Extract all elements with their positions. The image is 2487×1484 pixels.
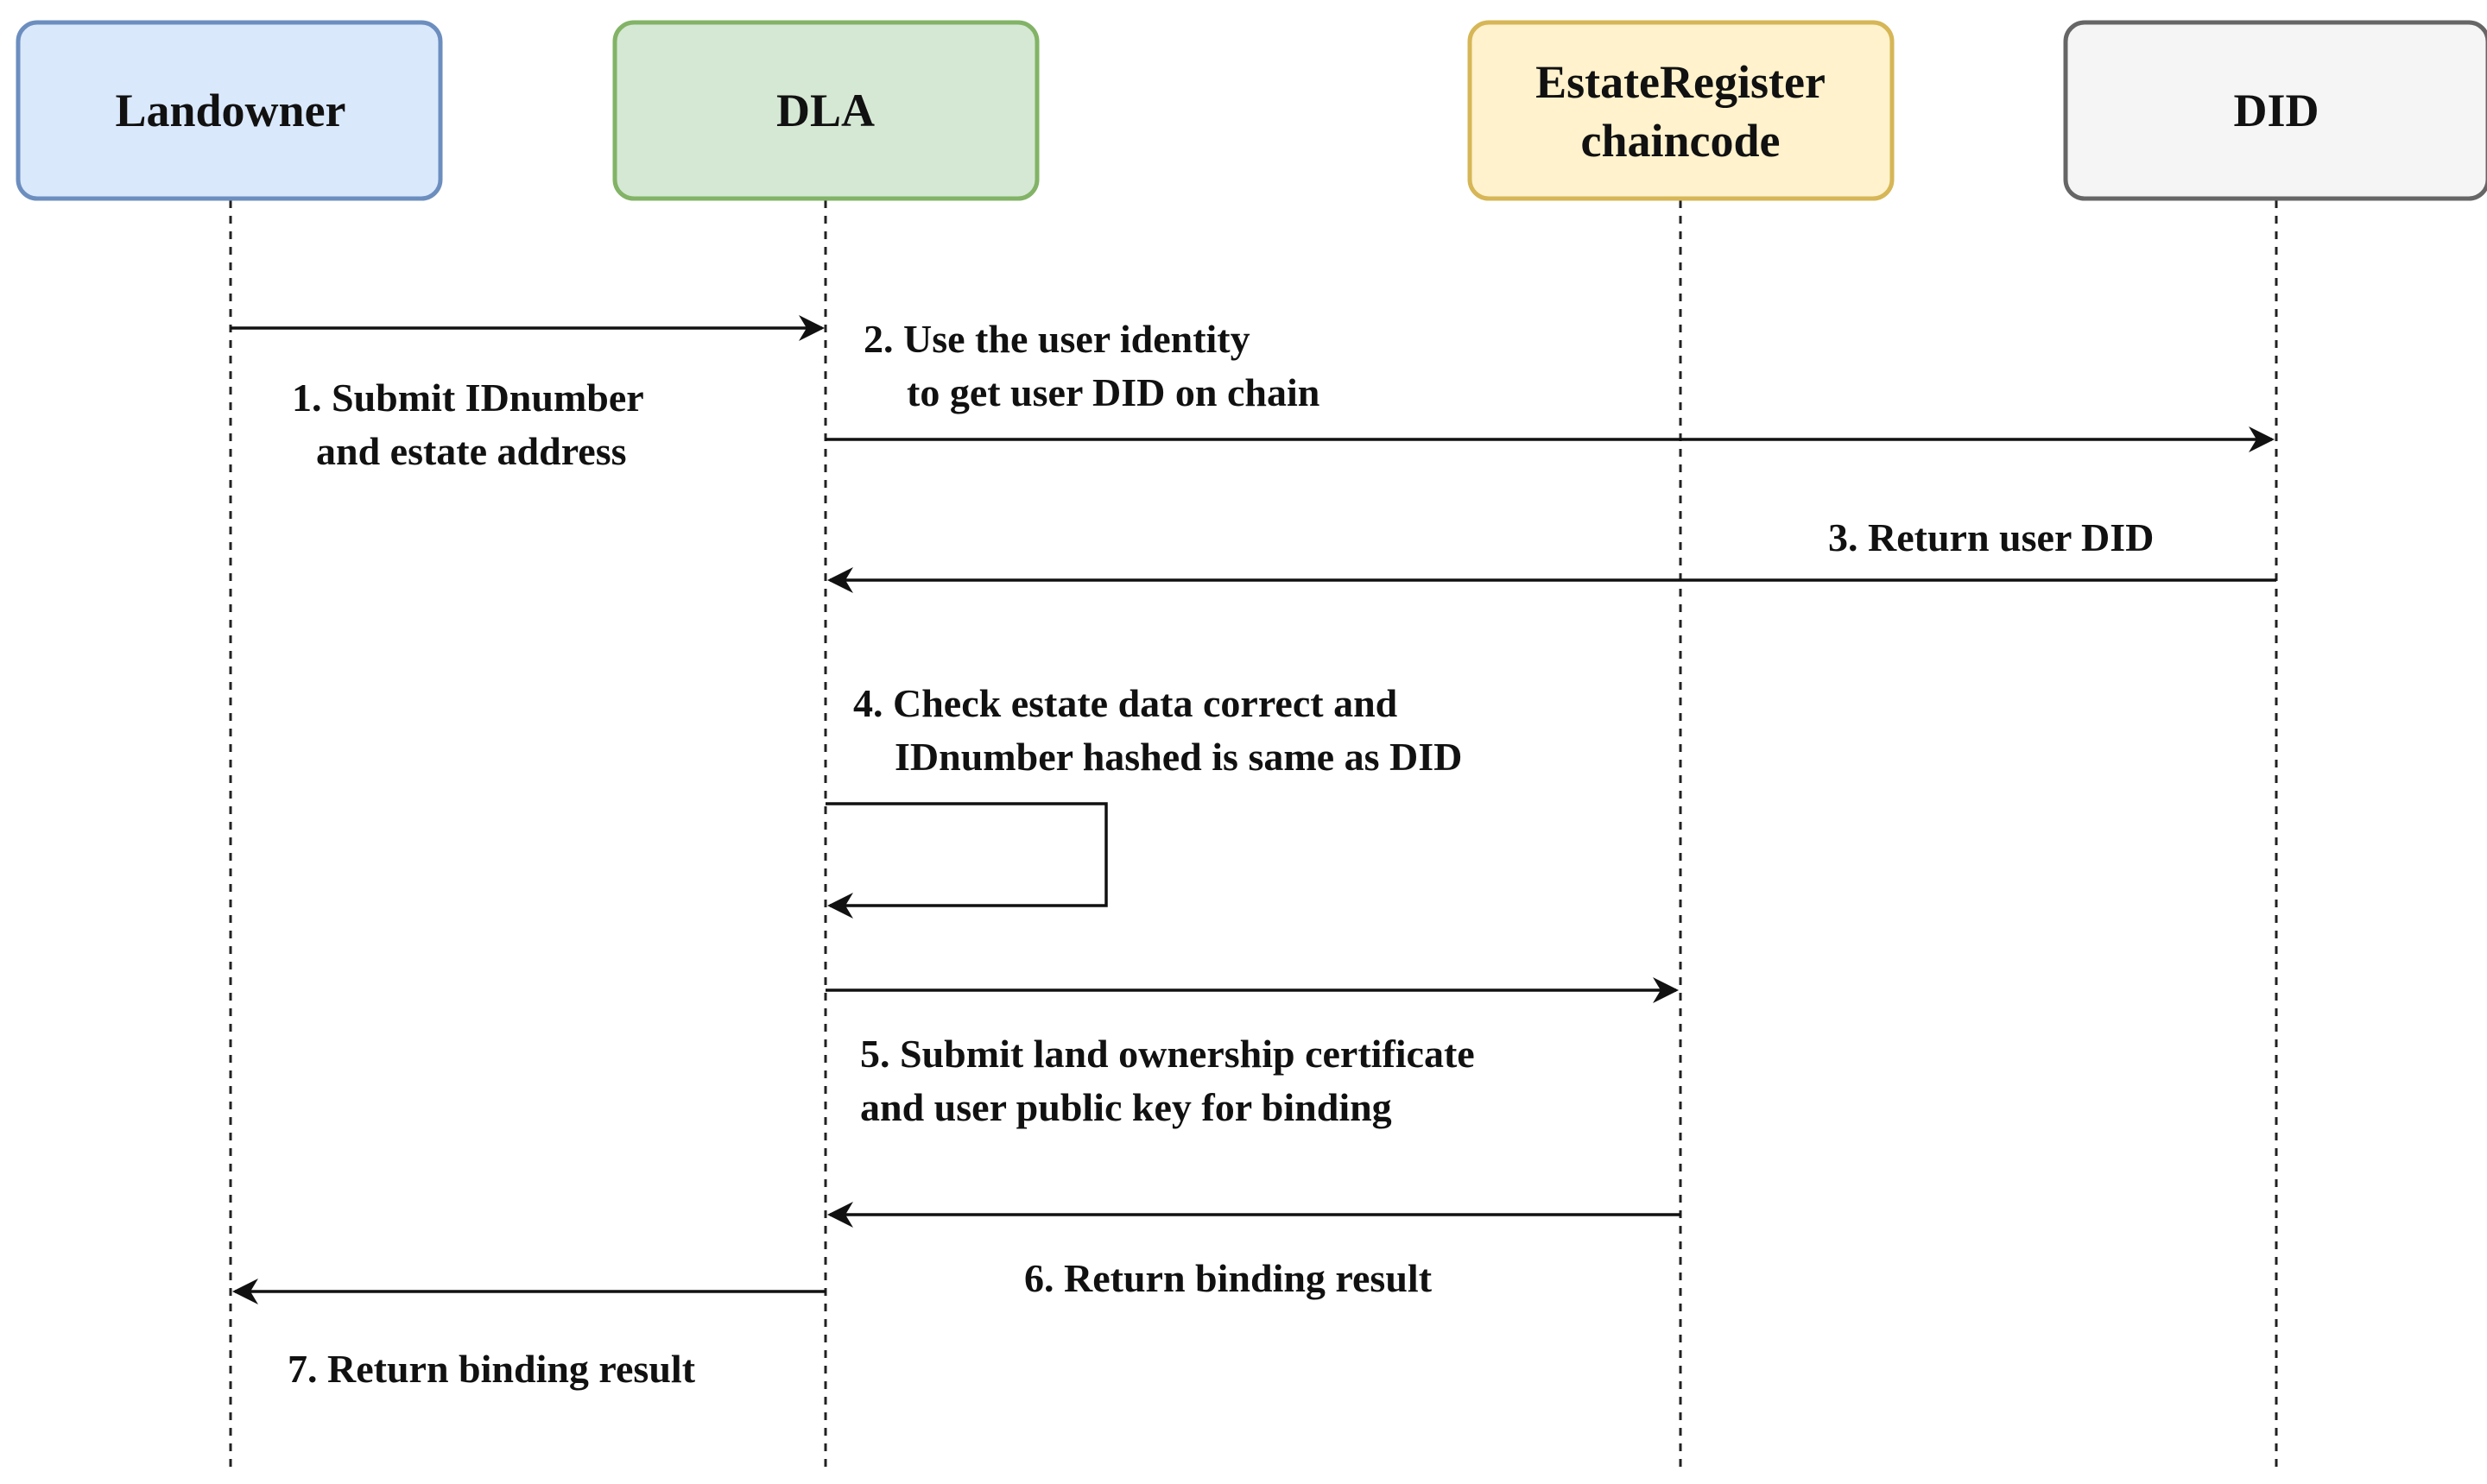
actor-landowner: Landowner <box>16 20 443 201</box>
message-7: 7. Return binding result <box>232 1279 826 1391</box>
actor-box-dla <box>612 20 1040 201</box>
actor-dla: DLA <box>612 20 1040 201</box>
actor-box-did <box>2063 20 2487 201</box>
message-6-label: 6. Return binding result <box>1024 1256 1433 1300</box>
message-5-label-line2: and user public key for binding <box>860 1085 1392 1129</box>
message-3: 3. Return user DID <box>827 515 2276 593</box>
message-2-label-line1: 2. Use the user identity <box>864 317 1250 361</box>
actor-label-did: DID <box>2233 85 2319 136</box>
actor-label-estate-register-line2: chaincode <box>1580 115 1780 167</box>
actor-label-landowner: Landowner <box>115 85 345 136</box>
message-5: 5. Submit land ownership certificate and… <box>826 977 1679 1129</box>
message-2: 2. Use the user identity to get user DID… <box>826 317 2275 452</box>
actor-estate-register-chaincode: EstateRegister chaincode <box>1467 20 1895 201</box>
message-1: 1. Submit IDnumber and estate address <box>231 315 825 473</box>
actor-label-dla: DLA <box>776 85 875 136</box>
message-4-label-line1: 4. Check estate data correct and <box>853 681 1398 725</box>
message-1-label-line1: 1. Submit IDnumber <box>292 376 644 420</box>
message-5-label-line1: 5. Submit land ownership certificate <box>860 1032 1475 1076</box>
actor-box-landowner <box>16 20 443 201</box>
actor-box-estate-register <box>1467 20 1895 201</box>
message-3-label: 3. Return user DID <box>1828 515 2154 559</box>
message-1-label-line2: and estate address <box>316 429 627 473</box>
actor-did: DID <box>2063 20 2487 201</box>
message-6: 6. Return binding result <box>827 1202 1680 1300</box>
message-7-label: 7. Return binding result <box>288 1347 696 1391</box>
message-4-label-line2: IDnumber hashed is same as DID <box>895 735 1462 779</box>
message-4: 4. Check estate data correct and IDnumbe… <box>826 681 1462 919</box>
actor-label-estate-register-line1: EstateRegister <box>1535 56 1826 108</box>
message-2-label-line2: to get user DID on chain <box>907 370 1319 414</box>
message-4-self-arrow <box>826 802 1108 919</box>
